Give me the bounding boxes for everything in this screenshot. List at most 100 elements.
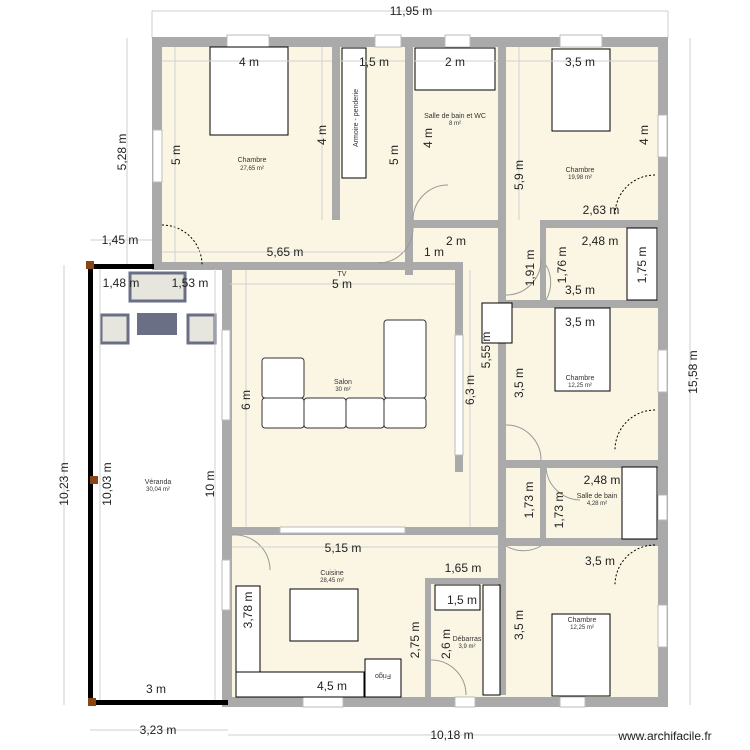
svg-text:3,5 m: 3,5 m: [565, 55, 595, 69]
room-area: 12,25 m²: [568, 383, 592, 389]
sofa-icon: [261, 319, 427, 429]
svg-text:1,73 m: 1,73 m: [552, 492, 566, 529]
svg-text:3,5 m: 3,5 m: [512, 368, 526, 398]
svg-text:5 m: 5 m: [169, 145, 183, 165]
tv-label: TV: [338, 271, 347, 278]
svg-text:3,5 m: 3,5 m: [565, 283, 595, 297]
inner-dimension-lines: [99, 47, 658, 700]
bed-icon: [209, 46, 289, 136]
dim-veranda-outer: 10,23 m: [57, 462, 71, 505]
svg-text:2,75 m: 2,75 m: [408, 622, 422, 659]
wardrobe-icon: [341, 47, 367, 179]
dimension-lines: [63, 10, 691, 736]
room-name: Véranda: [145, 479, 172, 486]
svg-text:5 m: 5 m: [387, 145, 401, 165]
dim-total-width: 11,95 m: [390, 4, 432, 18]
room-area: 30 m²: [335, 387, 350, 393]
room-area: 4,28 m²: [587, 501, 607, 507]
room-name: Cuisine: [320, 570, 343, 577]
svg-text:5,55 m: 5,55 m: [479, 332, 493, 369]
svg-text:1,65 m: 1,65 m: [445, 561, 482, 575]
furniture: [209, 46, 658, 698]
counter-icon: [235, 585, 261, 673]
watermark[interactable]: www.archifacile.fr: [617, 729, 711, 743]
counter-icon: [235, 671, 365, 698]
dim-bottom-width: 10,18 m: [430, 728, 473, 742]
svg-text:6,3 m: 6,3 m: [463, 375, 477, 405]
dim-veranda-bottom: 3,23 m: [140, 723, 177, 737]
bed-icon: [554, 307, 611, 392]
svg-text:2 m: 2 m: [446, 234, 466, 248]
dimension-labels: 11,95 m 5,28 m 1,45 m 15,58 m 10,23 m 10…: [57, 4, 700, 742]
svg-text:5,65 m: 5,65 m: [267, 245, 304, 259]
svg-text:1,5 m: 1,5 m: [447, 593, 477, 607]
svg-text:3,5 m: 3,5 m: [512, 610, 526, 640]
svg-text:2,48 m: 2,48 m: [582, 234, 619, 248]
dim-left-upper: 5,28 m: [115, 134, 129, 171]
fridge-icon: [364, 658, 402, 698]
dim-veranda-inner: 10,03 m: [100, 462, 114, 505]
room-name: Débarras: [453, 636, 482, 643]
dim-left-offset: 1,45 m: [102, 233, 139, 247]
svg-text:4 m: 4 m: [315, 125, 329, 145]
svg-text:4 m: 4 m: [637, 125, 651, 145]
svg-text:1,73 m: 1,73 m: [522, 482, 536, 519]
svg-text:5,9 m: 5,9 m: [512, 160, 526, 190]
room-name: Chambre: [238, 157, 267, 164]
svg-text:10 m: 10 m: [203, 471, 217, 498]
room-area: 28,45 m²: [320, 578, 344, 584]
room-name: Chambre: [568, 617, 597, 624]
sink-icon: [481, 302, 513, 344]
stove-icon: [434, 584, 481, 611]
bed-icon: [551, 613, 611, 697]
shower-icon: [626, 227, 658, 301]
room-name: Salle de bain: [577, 493, 618, 500]
svg-text:5,15 m: 5,15 m: [325, 541, 362, 555]
svg-text:1 m: 1 m: [424, 245, 444, 259]
shower-icon: [414, 47, 496, 91]
room-area: 27,65 m²: [240, 166, 264, 172]
svg-text:1,48 m: 1,48 m: [103, 276, 140, 290]
post-icon: [90, 476, 98, 484]
post-icon: [86, 261, 94, 269]
bed-icon: [551, 48, 611, 132]
wardrobe-label: Armoire - penderie: [353, 89, 360, 147]
svg-text:4,5 m: 4,5 m: [317, 679, 347, 693]
dim-veranda-inner-width: 3 m: [146, 682, 166, 696]
shelf-icon: [482, 584, 501, 696]
room-area: 3,9 m²: [458, 644, 475, 650]
post-icon: [88, 698, 96, 706]
room-name: Chambre: [566, 167, 595, 174]
room-area: 30,04 m²: [146, 487, 170, 493]
svg-text:1,76 m: 1,76 m: [555, 247, 569, 284]
room-area: 19,98 m²: [568, 175, 592, 181]
shower-icon: [621, 466, 658, 540]
kitchen-island-icon: [289, 588, 359, 642]
svg-text:2,63 m: 2,63 m: [583, 203, 620, 217]
svg-text:1,91 m: 1,91 m: [523, 250, 537, 287]
room-name: Salon: [334, 379, 352, 386]
svg-text:3,5 m: 3,5 m: [585, 554, 615, 568]
svg-text:1,5 m: 1,5 m: [359, 55, 389, 69]
svg-text:1,75 m: 1,75 m: [635, 247, 649, 284]
fridge-label: Frigo: [375, 672, 391, 679]
windows: [152, 34, 668, 708]
svg-text:4 m: 4 m: [421, 128, 435, 148]
svg-text:6 m: 6 m: [239, 390, 253, 410]
room-area: 8 m²: [449, 121, 461, 127]
svg-text:5 m: 5 m: [332, 277, 352, 291]
svg-text:4 m: 4 m: [239, 55, 259, 69]
room-name: Salle de bain et WC: [424, 113, 486, 120]
svg-text:2 m: 2 m: [445, 55, 465, 69]
svg-text:2,6 m: 2,6 m: [439, 629, 453, 659]
room-labels: Chambre 27,65 m² Armoire - penderie Sall…: [145, 89, 618, 679]
svg-text:2,48 m: 2,48 m: [584, 473, 621, 487]
room-area: 12,25 m²: [570, 625, 594, 631]
svg-text:1,53 m: 1,53 m: [172, 276, 209, 290]
dim-right-height: 15,58 m: [686, 350, 700, 393]
room-name: Chambre: [566, 375, 595, 382]
veranda-furniture: [99, 271, 217, 345]
veranda-walls: [86, 261, 228, 706]
svg-text:3,78 m: 3,78 m: [241, 592, 255, 629]
